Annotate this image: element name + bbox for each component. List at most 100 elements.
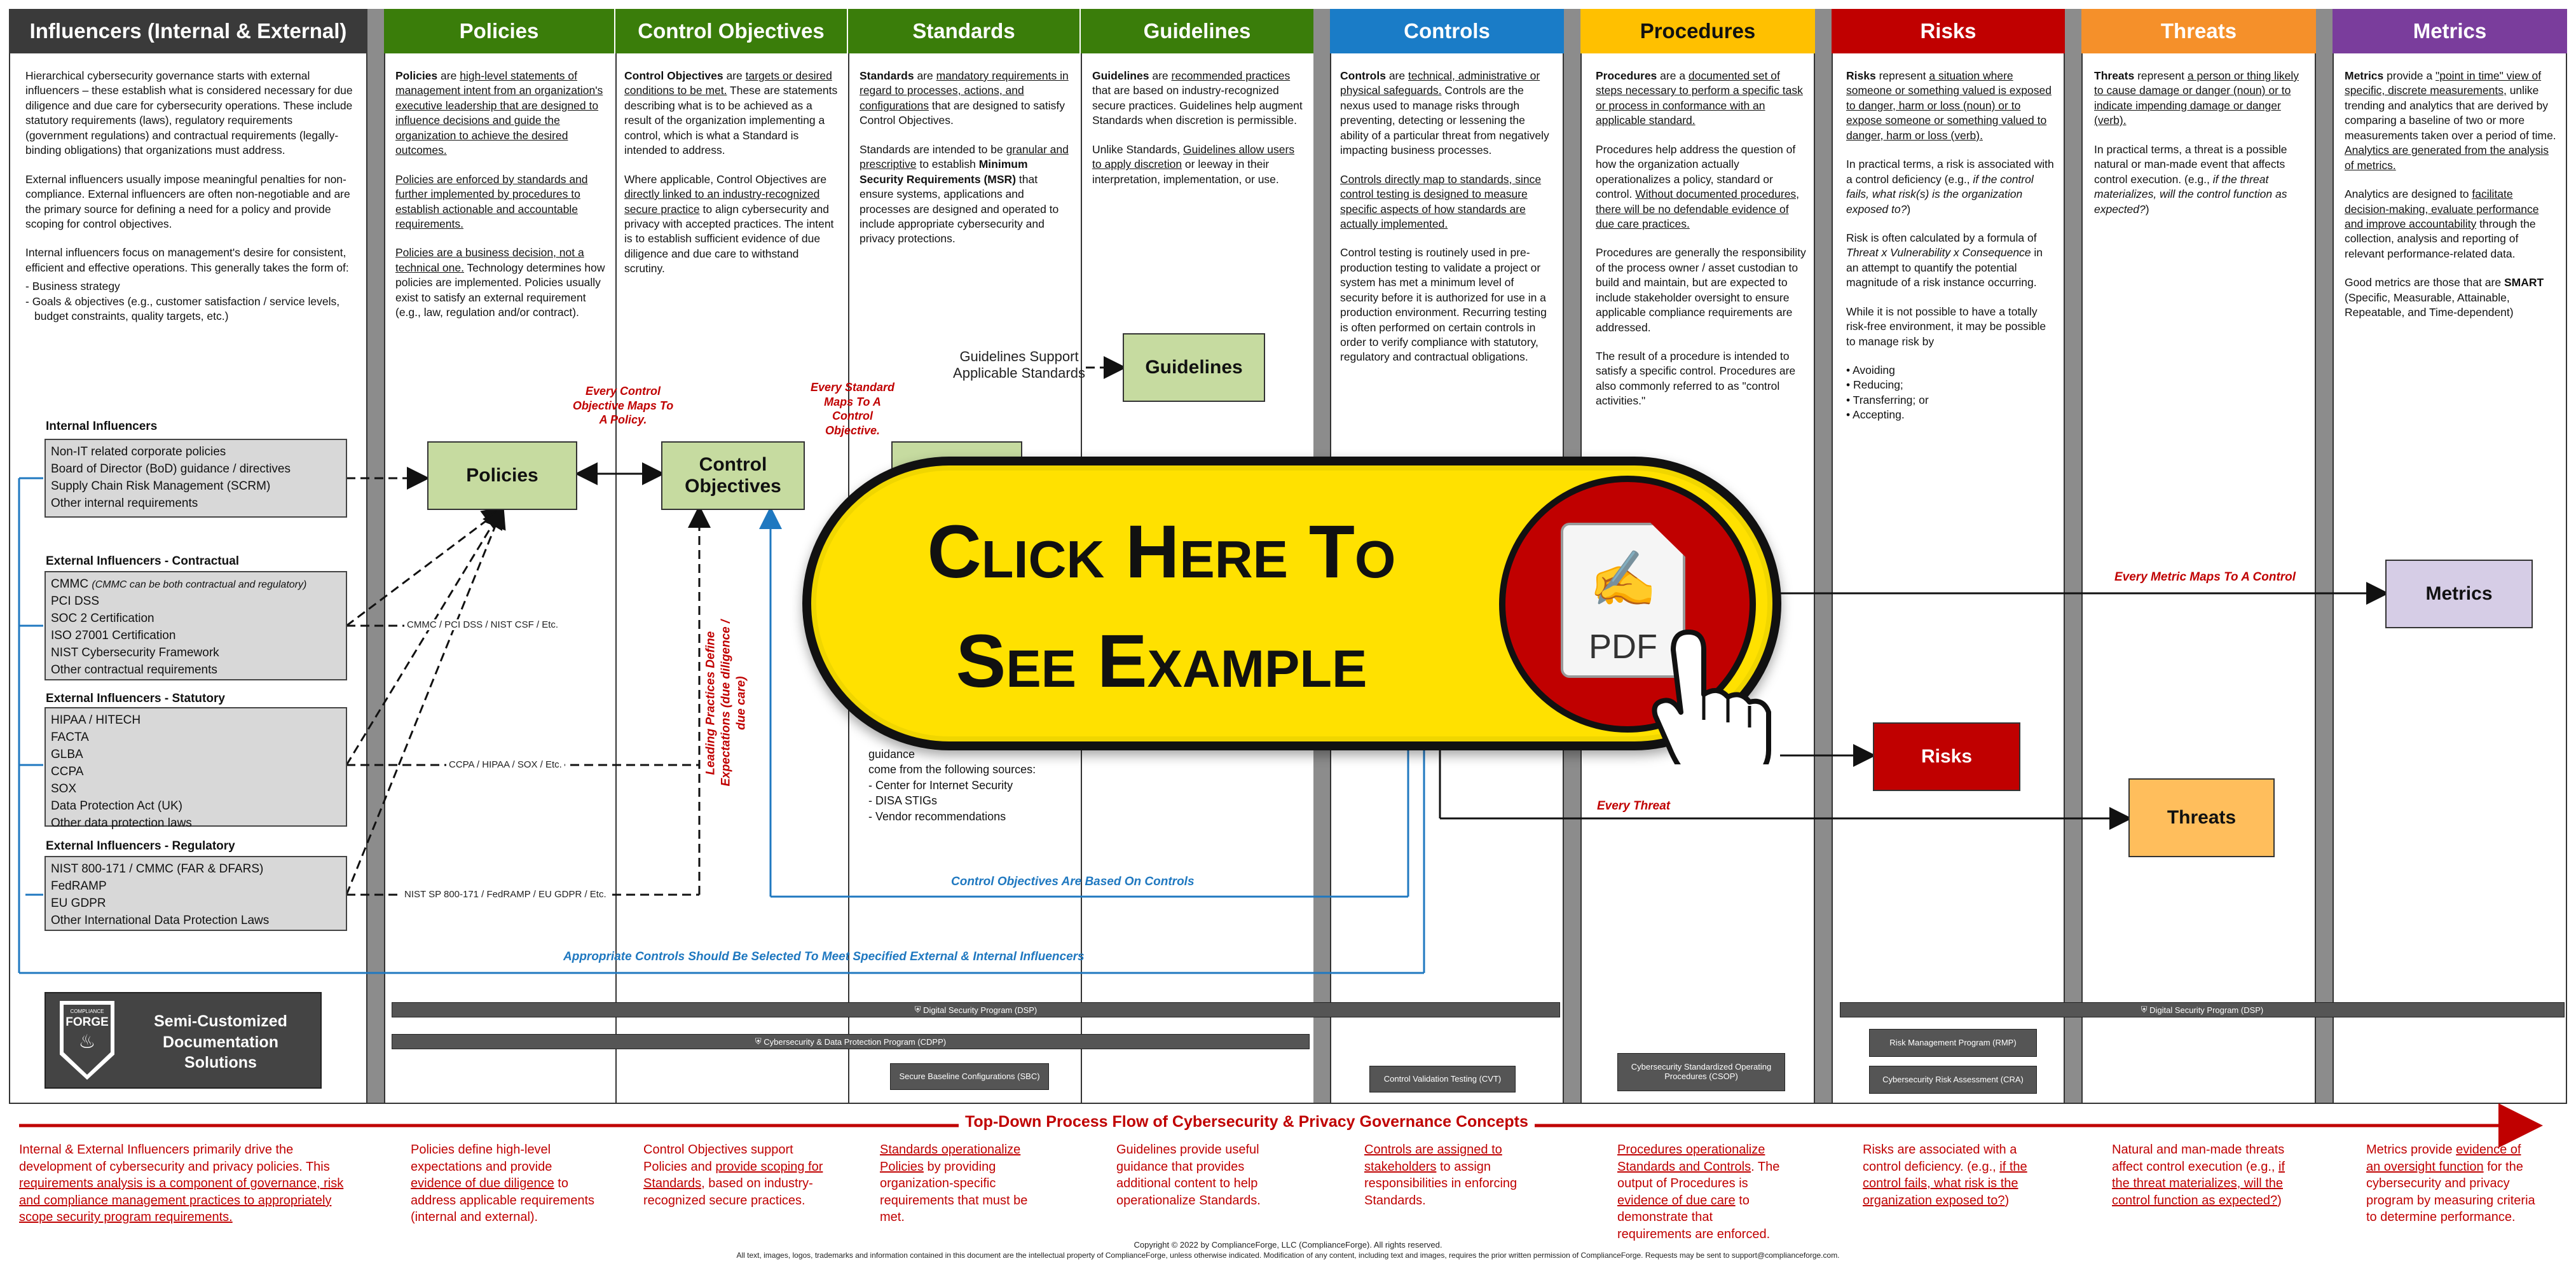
influencer-item: Supply Chain Risk Management (SCRM) — [51, 479, 271, 493]
button-label-line: Click Here To — [927, 510, 1396, 594]
header-threats: Threats — [2081, 9, 2316, 53]
column-gutter — [2065, 9, 2081, 1104]
footer-standards: Standards operationalize Policies by pro… — [880, 1141, 1039, 1226]
text: Without documented procedures, there wil… — [1596, 188, 1800, 230]
shield-icon: ⛨ — [2141, 1005, 2150, 1014]
text: that are designed to satisfy Control Obj… — [860, 99, 1065, 127]
rmp-tag: Risk Management Program (RMP) — [1869, 1029, 2037, 1057]
influencer-item: ISO 27001 Certification — [51, 628, 176, 642]
text: Policies define high-level expectations … — [411, 1143, 552, 1174]
influencer-note: (CMMC can be both contractual and regula… — [92, 579, 307, 590]
text: mandatory requirements in regard to proc… — [860, 69, 1069, 112]
source-item: - DISA STIGs — [868, 794, 938, 808]
text: "point in time" view of specific, discre… — [2345, 69, 2542, 97]
text: if the control fails, what risk(s) is th… — [1846, 172, 2034, 216]
text: . The output of Procedures is — [1617, 1159, 1780, 1191]
text: a person or thing likely to cause damage… — [2094, 69, 2299, 127]
bar-label: Digital Security Program (DSP) — [923, 1005, 1038, 1015]
column-influencers — [9, 53, 367, 1104]
group-title: External Influencers - Regulatory — [46, 839, 235, 853]
header-policies: Policies — [384, 9, 615, 53]
standards-description: Standards are mandatory requirements in … — [860, 69, 1073, 261]
text: requirements analysis is a component of … — [19, 1176, 344, 1225]
group-title: External Influencers - Contractual — [46, 555, 240, 568]
text: are — [914, 69, 936, 82]
source-item: - Center for Internet Security — [868, 778, 1013, 792]
text: Semi-Customized — [154, 1012, 287, 1030]
copyright: Copyright © 2022 by ComplianceForge, LLC… — [1134, 1240, 1442, 1250]
line-label: NIST SP 800-171 / FedRAMP / EU GDPR / Et… — [402, 889, 609, 900]
text: technical, administrative or physical sa… — [1340, 69, 1540, 97]
footer-procedures: Procedures operationalize Standards and … — [1617, 1141, 1789, 1243]
footer-risks: Risks are associated with a control defi… — [1863, 1143, 2027, 1208]
term: Controls — [1340, 69, 1386, 82]
text: Good metrics are those that are — [2345, 276, 2504, 289]
text: directly linked to an industry-recognize… — [624, 188, 820, 216]
button-label: Click Here To See Example — [840, 497, 1483, 717]
influencer-item: Other data protection laws — [51, 816, 192, 830]
cvt-tag: Control Validation Testing (CVT) — [1369, 1066, 1516, 1092]
influencer-item: SOC 2 Certification — [51, 611, 154, 625]
click-here-button[interactable]: Click Here To See Example ✍ PDF — [802, 457, 1781, 764]
text: that ensure systems, applications and pr… — [860, 172, 1059, 245]
text: or leeway in their interpretation, imple… — [1092, 158, 1279, 186]
threats-box[interactable]: Threats — [2128, 778, 2275, 857]
text: a situation where someone or something v… — [1846, 69, 2052, 142]
pdf-text: PDF — [1589, 628, 1657, 666]
desc-bullet: - Business strategy — [25, 280, 120, 293]
logo-tagline: Semi-Customized Documentation Solutions — [135, 1011, 306, 1073]
text: Analytics are generated from the analysi… — [2345, 144, 2549, 172]
text: evidence of due care — [1617, 1193, 1736, 1208]
group-title: External Influencers - Statutory — [46, 692, 225, 705]
text: Controls are the nexus used to manage ri… — [1340, 84, 1549, 157]
influencer-item: Other internal requirements — [51, 496, 198, 510]
text: come from the following sources: — [868, 763, 1036, 776]
cra-tag: Cybersecurity Risk Assessment (CRA) — [1869, 1066, 2037, 1094]
text: Risk is often calculated by a formula of — [1846, 231, 2037, 244]
text: evidence of due diligence — [411, 1176, 554, 1191]
line-label: CMMC / PCI DSS / NIST CSF / Etc. — [404, 619, 561, 630]
annotation: Every Threat — [1597, 799, 1671, 813]
control-objectives-description: Control Objectives are targets or desire… — [624, 69, 840, 291]
text: unlike trending and analytics that are d… — [2345, 84, 2556, 142]
risks-box[interactable]: Risks — [1873, 722, 2020, 791]
risk-option: • Avoiding — [1846, 364, 1895, 376]
metrics-box[interactable]: Metrics — [2385, 560, 2533, 628]
text: In practical terms, a threat is a possib… — [2094, 142, 2287, 186]
policies-box[interactable]: Policies — [427, 441, 577, 510]
bar-label: Cybersecurity & Data Protection Program … — [764, 1037, 947, 1047]
desc-bullet: - Goals & objectives (e.g., customer sat… — [25, 294, 340, 323]
text: Internal & External Influencers primaril… — [19, 1143, 330, 1174]
text: are — [723, 69, 746, 82]
divider — [615, 53, 617, 1104]
shield-icon: ⛨ — [755, 1037, 764, 1046]
influencer-item: Non-IT related corporate policies — [51, 445, 226, 458]
header-guidelines: Guidelines — [1081, 9, 1313, 53]
procedures-description: Procedures are a documented set of steps… — [1596, 69, 1808, 423]
copyright-notice: All text, images, logos, trademarks and … — [736, 1251, 1840, 1260]
policies-description: Policies are high-level statements of ma… — [395, 69, 605, 334]
annotation: Every Metric Maps To A Control — [2114, 570, 2296, 584]
digital-security-program-bar: ⛨ Digital Security Program (DSP) — [1840, 1002, 2565, 1017]
pdf-icon: ✍ PDF — [1561, 523, 1685, 678]
text: (Specific, Measurable, Attainable, Repea… — [2345, 291, 2514, 319]
column-gutter — [2316, 9, 2333, 1104]
term: Guidelines — [1092, 69, 1149, 82]
control-objectives-box[interactable]: Control Objectives — [661, 441, 805, 510]
cdpp-bar: ⛨ Cybersecurity & Data Protection Progra… — [392, 1034, 1310, 1049]
text: are — [1385, 69, 1408, 82]
header-procedures: Procedures — [1580, 9, 1815, 53]
term: Threats — [2094, 69, 2135, 82]
digital-security-program-bar: ⛨ Digital Security Program (DSP) — [392, 1002, 1560, 1017]
term: Procedures — [1596, 69, 1657, 82]
text: Threat x Vulnerability x Consequence — [1846, 246, 2031, 259]
influencer-item: CCPA — [51, 764, 84, 778]
guidelines-box[interactable]: Guidelines — [1123, 333, 1265, 402]
column-gutter — [1815, 9, 1832, 1104]
column-risks — [1832, 53, 2065, 1104]
influencer-item: GLBA — [51, 747, 83, 761]
text: represent — [1875, 69, 1929, 82]
text: Risks are associated with a control defi… — [1863, 1143, 2017, 1174]
desc-paragraph: Procedures are generally the responsibil… — [1596, 246, 1806, 334]
text: provide a — [2383, 69, 2436, 82]
